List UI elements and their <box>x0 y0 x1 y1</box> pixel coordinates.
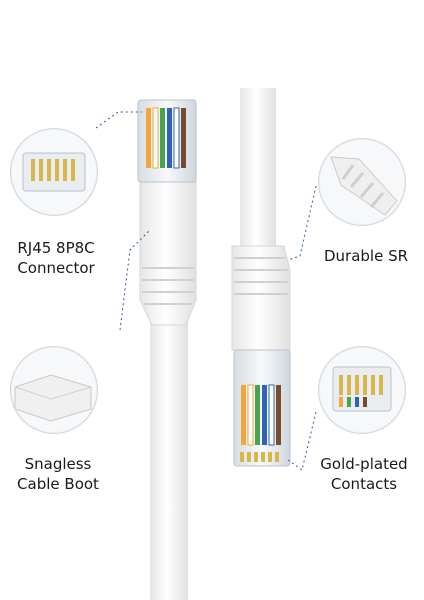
right-plug-wires <box>241 384 281 446</box>
label-contacts: Gold-plated Contacts <box>314 454 414 494</box>
right-boot <box>231 245 291 351</box>
contacts-detail-circle <box>318 346 406 434</box>
label-strain-relief: Durable SR <box>318 246 414 266</box>
label-connector-line-2: Connector <box>17 259 95 277</box>
label-boot-line-2: Cable Boot <box>17 475 99 493</box>
label-boot-line-1: Snagless <box>24 455 92 473</box>
left-boot-ribs <box>142 267 194 305</box>
left-plug-wires <box>146 107 186 169</box>
label-contacts-line-2: Contacts <box>330 475 398 493</box>
callout-leaders <box>95 111 317 471</box>
left-cable <box>150 320 188 600</box>
label-contacts-line-1: Gold-plated <box>320 455 408 473</box>
label-boot: Snagless Cable Boot <box>6 454 110 494</box>
right-plug-contacts <box>240 452 279 462</box>
label-connector: RJ45 8P8C Connector <box>6 238 106 278</box>
right-cable <box>240 88 276 248</box>
connector-detail-circle <box>10 128 98 216</box>
label-connector-line-1: RJ45 8P8C <box>17 239 95 257</box>
right-boot-ribs <box>234 257 288 295</box>
boot-detail-circle <box>10 346 98 434</box>
label-strain-relief-line-1: Durable SR <box>323 247 409 265</box>
strain-relief-detail-circle <box>318 138 406 226</box>
